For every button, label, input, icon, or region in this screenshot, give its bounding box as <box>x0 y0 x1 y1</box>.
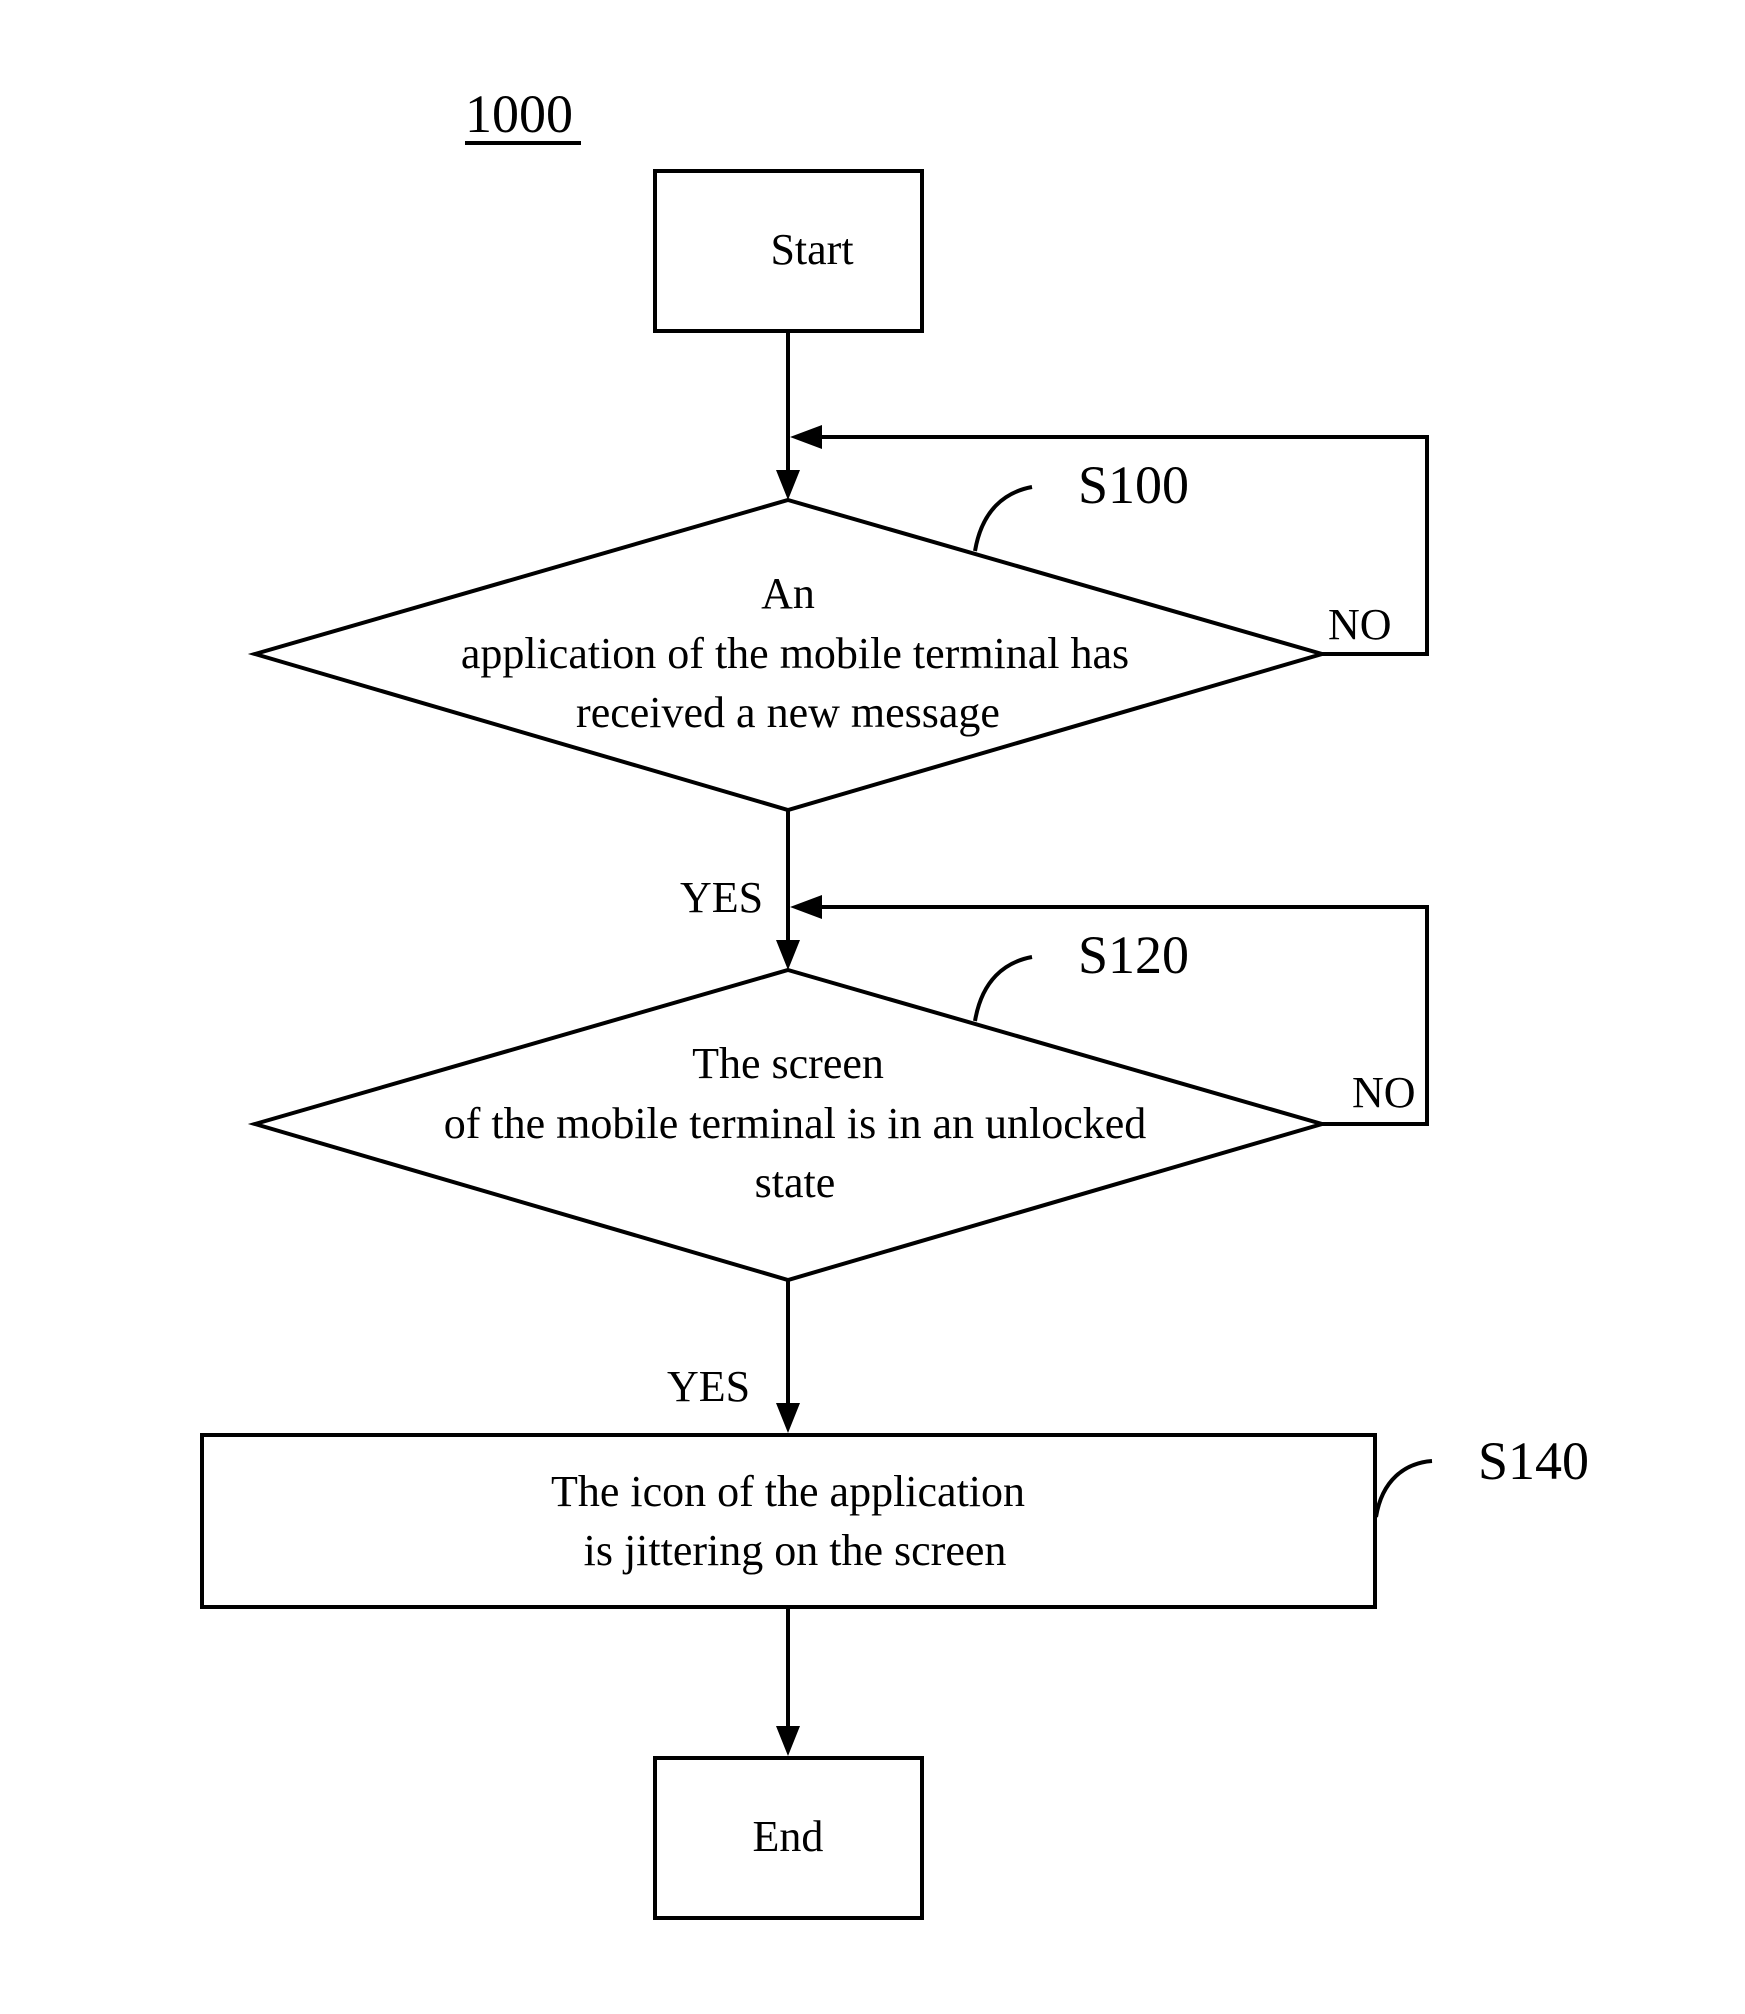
step-label-s140: S140 <box>1478 1431 1589 1491</box>
step-label-s100: S100 <box>1078 455 1189 515</box>
decision-s100-text-line-3: received a new message <box>576 688 1000 737</box>
arrowhead-into-s140 <box>776 1403 800 1433</box>
decision-s100-text-line-1: An <box>761 569 815 618</box>
decision-s120-no-label: NO <box>1352 1068 1416 1117</box>
arrowhead-loop-s100 <box>790 425 822 449</box>
leader-s120 <box>975 957 1032 1021</box>
decision-s120-yes-label: YES <box>667 1362 750 1411</box>
arrowhead-loop-s120 <box>790 895 822 919</box>
arrowhead-into-s120 <box>776 940 800 970</box>
process-s140-box <box>202 1435 1375 1607</box>
process-s140-text-line-1: The icon of the application <box>551 1467 1025 1516</box>
decision-s120-text-line-1: The screen <box>692 1039 884 1088</box>
decision-s100-no-label: NO <box>1328 600 1392 649</box>
step-label-s120: S120 <box>1078 925 1189 985</box>
decision-s100-text-line-2: application of the mobile terminal has <box>461 629 1129 678</box>
arrowhead-into-end <box>776 1726 800 1756</box>
start-label: Start <box>770 225 853 274</box>
decision-s120-text-line-2: of the mobile terminal is in an unlocked <box>444 1099 1147 1148</box>
leader-s100 <box>975 487 1032 551</box>
arrowhead-into-s100 <box>776 470 800 500</box>
decision-s100-yes-label: YES <box>680 873 763 922</box>
decision-s120-text-line-3: state <box>755 1158 836 1207</box>
process-s140-text-line-2: is jittering on the screen <box>584 1526 1007 1575</box>
figure-number: 1000 <box>465 84 573 144</box>
leader-s140 <box>1376 1461 1432 1517</box>
end-label: End <box>753 1812 824 1861</box>
